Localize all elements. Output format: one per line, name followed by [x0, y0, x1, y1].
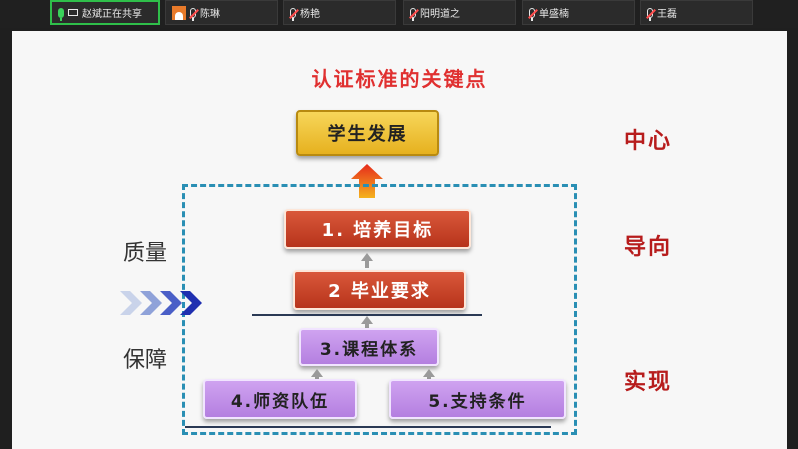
- participant-tile[interactable]: 阳明道之: [403, 0, 516, 25]
- label-center: 中心: [624, 129, 673, 154]
- participant-name: 王磊: [657, 9, 677, 20]
- microphone-muted-icon: [647, 7, 653, 21]
- participant-name: 赵斌正在共享: [82, 9, 142, 20]
- connector: [427, 376, 431, 381]
- divider-line: [252, 314, 482, 316]
- connector: [365, 260, 369, 268]
- connector: [315, 376, 319, 381]
- small-up-arrow-icon: [361, 253, 373, 261]
- baseline: [185, 426, 551, 428]
- microphone-on-icon: [58, 7, 64, 21]
- participant-name: 阳明道之: [420, 9, 460, 20]
- participant-tile[interactable]: 单盛楠: [522, 0, 635, 25]
- support-conditions-box: 5.支持条件: [389, 379, 566, 419]
- screen-share-icon: [68, 9, 78, 16]
- participant-tile[interactable]: 杨艳: [283, 0, 396, 25]
- small-up-arrow-icon: [311, 369, 323, 377]
- chevron-arrows-icon: [120, 291, 202, 315]
- participant-tile[interactable]: 陈琳: [165, 0, 278, 25]
- microphone-muted-icon: [290, 7, 296, 21]
- quality-assurance-frame: [182, 184, 577, 435]
- small-up-arrow-icon: [361, 316, 373, 324]
- graduation-requirement-box: 2 毕业要求: [293, 270, 466, 310]
- up-arrow-icon: [351, 164, 383, 198]
- microphone-muted-icon: [190, 7, 196, 21]
- label-quality: 质量: [123, 241, 168, 266]
- curriculum-box: 3.课程体系: [299, 328, 439, 366]
- student-development-box: 学生发展: [296, 110, 439, 156]
- microphone-muted-icon: [529, 7, 535, 21]
- faculty-box: 4.师资队伍: [203, 379, 357, 419]
- connector: [365, 323, 369, 329]
- participant-bar: 赵斌正在共享 陈琳 杨艳 阳明道之 单盛楠 王磊: [0, 0, 798, 28]
- small-up-arrow-icon: [423, 369, 435, 377]
- participant-name: 单盛楠: [539, 9, 569, 20]
- participant-name: 陈琳: [200, 9, 220, 20]
- label-realize: 实现: [624, 370, 673, 395]
- participant-name: 杨艳: [300, 9, 320, 20]
- label-guarantee: 保障: [123, 348, 168, 373]
- slide-title: 认证标准的关键点: [311, 67, 488, 91]
- participant-tile[interactable]: 王磊: [640, 0, 753, 25]
- microphone-muted-icon: [410, 7, 416, 21]
- training-goal-box: 1. 培养目标: [284, 209, 471, 249]
- label-guide: 导向: [624, 235, 673, 260]
- shared-slide: 认证标准的关键点 学生发展 1. 培养目标 2 毕业要求 3.课程体系 4.师资…: [12, 31, 787, 449]
- avatar: [172, 5, 186, 20]
- participant-tile-sharing[interactable]: 赵斌正在共享: [50, 0, 160, 25]
